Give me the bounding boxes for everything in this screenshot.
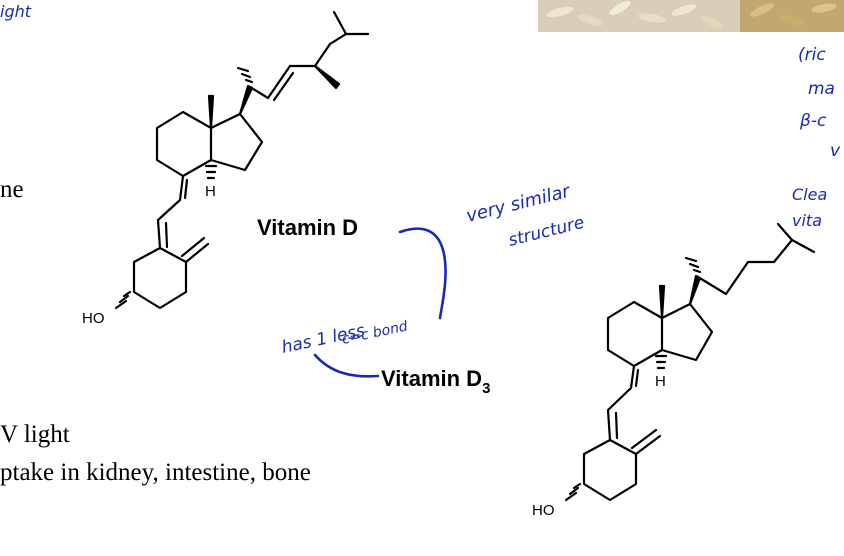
bottom-h-label: H xyxy=(655,373,666,390)
top-h-label: H xyxy=(205,183,216,200)
note-top-left: ight xyxy=(0,2,32,21)
comparison-bracket xyxy=(398,227,447,320)
vitamin-d-structure xyxy=(114,10,370,310)
slide-body-text: ne V light ptake in kidney, intestine, b… xyxy=(0,176,311,486)
vitamin-d3-main: Vitamin D xyxy=(381,366,482,391)
rice-photo xyxy=(538,0,844,32)
vitamin-d3-label: Vitamin D3 xyxy=(381,366,490,397)
body-line-3: ptake in kidney, intestine, bone xyxy=(0,459,311,486)
body-line-1: ne xyxy=(0,176,24,203)
top-ho-label: HO xyxy=(82,310,105,327)
note-right-6: vita xyxy=(792,211,822,230)
bottom-ho-label: HO xyxy=(532,502,555,519)
less-bond-arrow xyxy=(313,353,380,378)
note-right-4: v xyxy=(830,141,841,161)
vitamin-d-label: Vitamin D xyxy=(257,215,358,240)
handwritten-notes: ight very similar structure has 1 less c… xyxy=(0,2,841,358)
note-right-1: (ric xyxy=(798,45,826,65)
vitamin-d3-structure xyxy=(564,222,816,502)
note-right-5: Clea xyxy=(792,185,827,204)
note-similar-2: structure xyxy=(506,213,586,251)
vitamin-d3-subscript: 3 xyxy=(482,380,490,397)
note-right-3: β-c xyxy=(799,111,827,131)
note-right-2: ma xyxy=(808,79,835,99)
body-line-2: V light xyxy=(0,421,70,448)
